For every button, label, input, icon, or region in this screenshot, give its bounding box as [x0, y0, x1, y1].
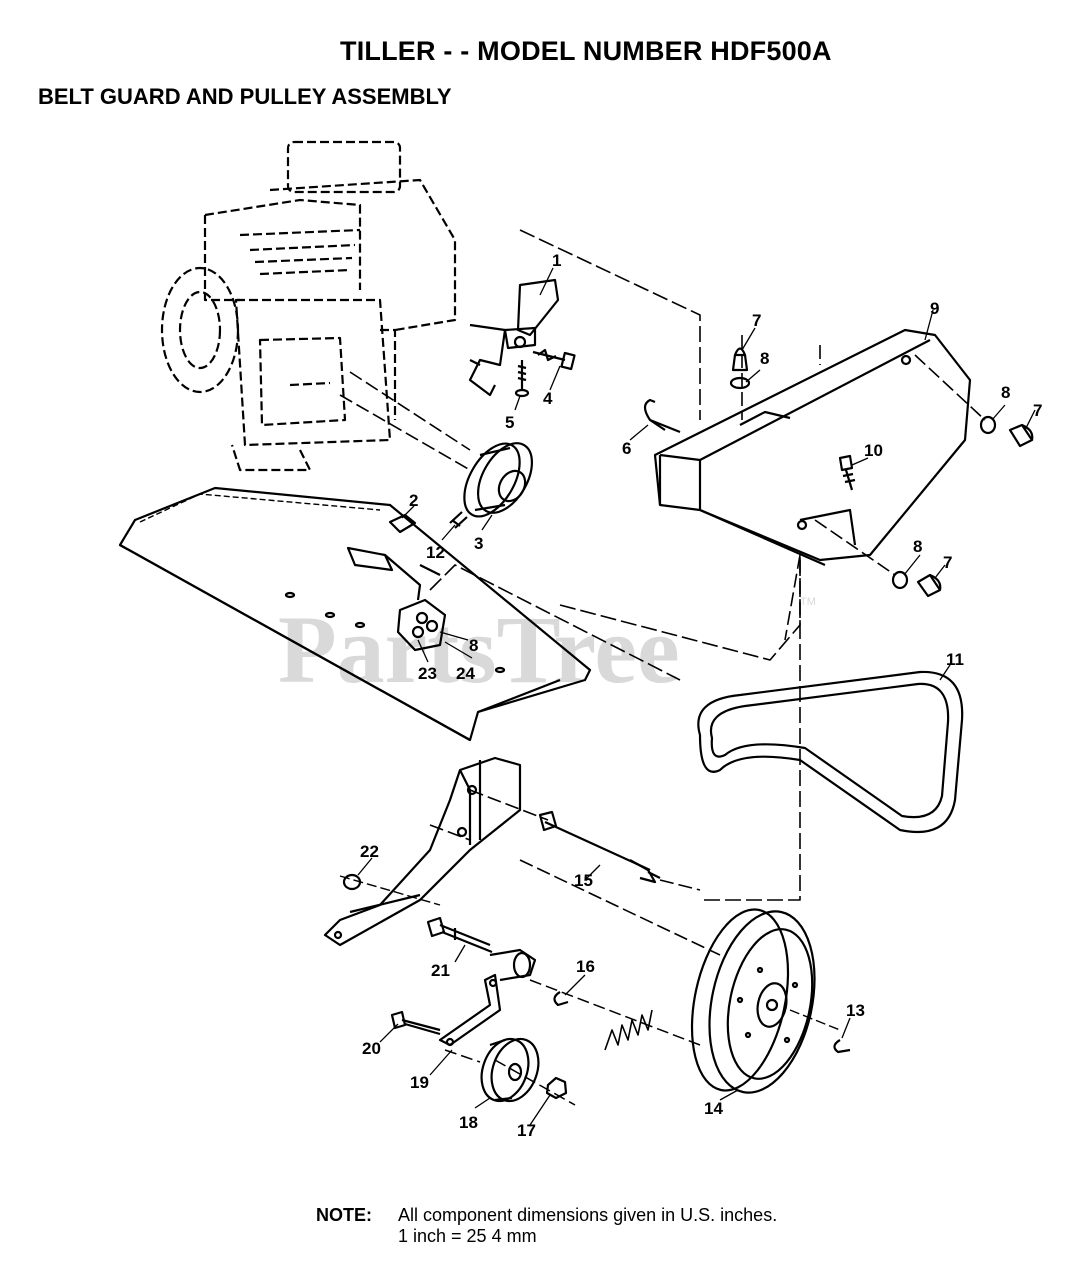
- callout-7-top: 7: [752, 311, 761, 330]
- engine-outline: [160, 140, 457, 472]
- callout-13: 13: [846, 1001, 865, 1020]
- part-11-belt: [697, 670, 964, 834]
- callout-8-top: 8: [760, 349, 769, 368]
- part-16-clip: [553, 991, 569, 1007]
- note-label: NOTE:: [316, 1205, 372, 1225]
- part-9-belt-guard: [653, 328, 972, 567]
- part-7-acorn-nut-lower: [916, 573, 942, 598]
- guide-line-axle: [429, 789, 721, 956]
- shaft-centerline: [339, 371, 471, 471]
- part-8-washer-lower: [891, 570, 909, 590]
- guide-line-bracket: [519, 229, 701, 420]
- callout-8-frame: 8: [469, 636, 478, 655]
- part-18-idler-pulley: [480, 1037, 540, 1103]
- part-14-large-pulley: [690, 908, 816, 1094]
- part-24-plate: [396, 598, 447, 652]
- callout-12: 12: [426, 543, 445, 562]
- part-19-idler-arm: [438, 948, 537, 1047]
- callout-8-lower: 8: [913, 537, 922, 556]
- dimension-note: NOTE: All component dimensions given in U…: [316, 1205, 777, 1247]
- part-8-washer-right: [979, 415, 997, 435]
- part-21-pivot-shaft: [426, 916, 493, 954]
- callout-7-lower: 7: [943, 553, 952, 572]
- part-10-bolt: [838, 454, 856, 491]
- guide-line-guard: [741, 335, 986, 641]
- part-4-bolt: [532, 348, 576, 371]
- page-title: TILLER - - MODEL NUMBER HDF500A: [340, 36, 832, 66]
- callout-labels: 1 4 5 6 7 8 9 8 7 10 8 7 11 2 12 3 8 23 …: [360, 251, 1042, 1140]
- callout-15: 15: [574, 871, 593, 890]
- callout-6: 6: [622, 439, 631, 458]
- callout-20: 20: [362, 1039, 381, 1058]
- callout-19: 19: [410, 1073, 429, 1092]
- callout-7-right: 7: [1033, 401, 1042, 420]
- callout-10: 10: [864, 441, 883, 460]
- callout-4: 4: [543, 389, 553, 408]
- part-12-set-screw: [449, 511, 468, 529]
- callout-18: 18: [459, 1113, 478, 1132]
- guide-line-pulley: [789, 1009, 841, 1031]
- callout-22: 22: [360, 842, 379, 861]
- guide-line-guard-right: [700, 560, 801, 901]
- callout-21: 21: [431, 961, 450, 980]
- callout-16: 16: [576, 957, 595, 976]
- part-7-acorn-nut-right: [1008, 423, 1034, 448]
- frame-plate: [118, 486, 592, 742]
- note-line-1: All component dimensions given in U.S. i…: [398, 1205, 778, 1225]
- callout-11: 11: [946, 650, 964, 669]
- tine-bracket: [323, 756, 522, 947]
- part-17-nut: [545, 1076, 568, 1100]
- part-20-bolt: [390, 1010, 441, 1036]
- guide-line-nut: [339, 875, 441, 906]
- callout-3: 3: [474, 534, 483, 553]
- part-7-acorn-nut-top: [731, 347, 749, 372]
- part-22-nut: [342, 873, 362, 891]
- part-6-hairpin: [643, 398, 681, 434]
- part-8-washer-top: [729, 376, 751, 390]
- note-text: All component dimensions given in U.S. i…: [398, 1205, 777, 1247]
- part-1-bracket: [468, 278, 560, 397]
- callout-5: 5: [505, 413, 514, 432]
- callout-leaders: [357, 267, 1036, 1126]
- part-2-key: [388, 513, 417, 534]
- part-15-axle: [538, 810, 661, 884]
- callout-1: 1: [552, 251, 561, 270]
- callout-23: 23: [418, 664, 437, 683]
- watermark-text: PartsTree: [278, 596, 680, 703]
- callout-9: 9: [930, 299, 939, 318]
- callout-17: 17: [517, 1121, 536, 1140]
- callout-24: 24: [456, 664, 475, 683]
- part-3-drive-pulley: [463, 442, 534, 518]
- part-13-clip: [833, 1039, 851, 1054]
- part-5-screw: [514, 360, 530, 398]
- callout-8-right: 8: [1001, 383, 1010, 402]
- note-line-2: 1 inch = 25 4 mm: [398, 1226, 537, 1246]
- watermark-trademark: TM: [800, 596, 816, 608]
- section-title: BELT GUARD AND PULLEY ASSEMBLY: [38, 84, 452, 109]
- idler-spring: [604, 1009, 653, 1051]
- callout-14: 14: [704, 1099, 723, 1118]
- callout-2: 2: [409, 491, 418, 510]
